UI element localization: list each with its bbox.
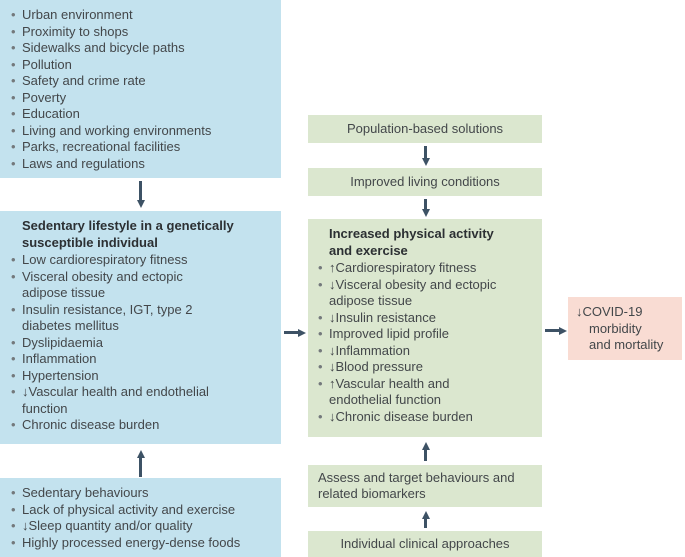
list-item: Sedentary behaviours xyxy=(10,485,271,502)
assess-biomarkers-label: Assess and target behaviours and related… xyxy=(318,469,515,502)
list-item: Parks, recreational facilities xyxy=(10,139,271,156)
living-conditions-box: Improved living conditions xyxy=(308,168,542,196)
environment-list: Urban environment Proximity to shops Sid… xyxy=(10,7,271,172)
list-item: Low cardiorespiratory fitness xyxy=(10,252,227,269)
population-solutions-box: Population-based solutions xyxy=(308,115,542,143)
living-conditions-label: Improved living conditions xyxy=(350,173,500,189)
list-item: Inflammation xyxy=(10,351,227,368)
list-item: Lack of physical activity and exercise xyxy=(10,502,271,519)
arrow-down-icon xyxy=(421,146,430,166)
list-item: ↓Inflammation xyxy=(317,343,508,360)
list-item: Safety and crime rate xyxy=(10,73,271,90)
list-item: Education xyxy=(10,106,271,123)
list-item: Proximity to shops xyxy=(10,24,271,41)
clinical-approaches-box: Individual clinical approaches xyxy=(308,531,542,557)
covid-outcome-line: and mortality xyxy=(589,337,664,352)
list-item: Insulin resistance, IGT, type 2 diabetes… xyxy=(10,302,227,335)
sedentary-lifestyle-list: Low cardiorespiratory fitness Visceral o… xyxy=(10,252,271,434)
arrow-up-icon xyxy=(136,450,145,477)
list-item: Visceral obesity and ectopic adipose tis… xyxy=(10,269,227,302)
list-item: Sidewalks and bicycle paths xyxy=(10,40,271,57)
sedentary-lifestyle-box: Sedentary lifestyle in a genetically sus… xyxy=(0,211,281,444)
list-item: Improved lipid profile xyxy=(317,326,508,343)
list-item: ↓Sleep quantity and/or quality xyxy=(10,518,271,535)
list-item: Urban environment xyxy=(10,7,271,24)
behaviours-list: Sedentary behaviours Lack of physical ac… xyxy=(10,485,271,551)
list-item: Living and working environments xyxy=(10,123,271,140)
sedentary-lifestyle-title: Sedentary lifestyle in a genetically sus… xyxy=(22,218,234,250)
list-item: Chronic disease burden xyxy=(10,417,227,434)
arrow-right-icon xyxy=(284,328,306,337)
clinical-approaches-label: Individual clinical approaches xyxy=(340,535,510,551)
list-item: Dyslipidaemia xyxy=(10,335,227,352)
list-item: ↑Cardiorespiratory fitness xyxy=(317,260,508,277)
list-item: ↓Vascular health and endothelial functio… xyxy=(10,384,227,417)
arrow-down-icon xyxy=(421,199,430,217)
list-item: Laws and regulations xyxy=(10,156,271,173)
physical-activity-list: ↑Cardiorespiratory fitness ↓Visceral obe… xyxy=(317,260,533,425)
arrow-up-icon xyxy=(421,442,430,461)
behaviours-box: Sedentary behaviours Lack of physical ac… xyxy=(0,478,281,557)
list-item: Highly processed energy-dense foods xyxy=(10,535,271,552)
covid-outcome-box: ↓COVID-19 morbidity and mortality xyxy=(568,297,682,360)
list-item: ↓Blood pressure xyxy=(317,359,508,376)
list-item: Pollution xyxy=(10,57,271,74)
list-item: Poverty xyxy=(10,90,271,107)
list-item: ↓Visceral obesity and ectopic adipose ti… xyxy=(317,277,508,310)
environment-box: Urban environment Proximity to shops Sid… xyxy=(0,0,281,178)
physical-activity-box: Increased physical activity and exercise… xyxy=(308,219,542,437)
covid-outcome-line: morbidity xyxy=(589,320,642,336)
covid-outcome-line: ↓COVID-19 xyxy=(576,304,643,319)
physical-activity-title: Increased physical activity and exercise xyxy=(329,226,494,258)
list-item: Hypertension xyxy=(10,368,227,385)
arrow-down-icon xyxy=(136,181,145,208)
population-solutions-label: Population-based solutions xyxy=(346,120,504,136)
arrow-up-icon xyxy=(421,511,430,528)
list-item: ↓Insulin resistance xyxy=(317,310,508,327)
assess-biomarkers-box: Assess and target behaviours and related… xyxy=(308,465,542,507)
list-item: ↑Vascular health and endothelial functio… xyxy=(317,376,508,409)
arrow-right-icon xyxy=(545,326,567,335)
list-item: ↓Chronic disease burden xyxy=(317,409,508,426)
